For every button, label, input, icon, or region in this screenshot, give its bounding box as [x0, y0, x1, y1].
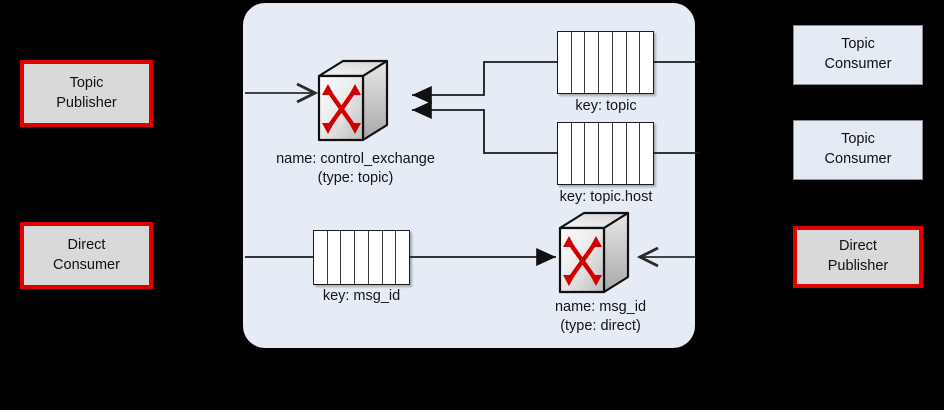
- topic-publisher-box[interactable]: Topic Publisher: [20, 60, 153, 127]
- queue-msg-id-label: key: msg_id: [322, 288, 401, 304]
- queue-cell: [599, 32, 613, 93]
- network-switch-icon-arrows: [325, 87, 358, 131]
- control-exchange-icon[interactable]: [317, 59, 389, 142]
- queue-cell: [369, 231, 383, 284]
- queue-cell: [599, 123, 613, 184]
- queue-cell: [558, 32, 572, 93]
- direct-publisher-box[interactable]: Direct Publisher: [793, 226, 923, 288]
- direct-consumer-box[interactable]: Direct Consumer: [20, 222, 153, 289]
- control-exchange-type-label: (type: topic): [317, 170, 394, 186]
- queue-cell: [383, 231, 397, 284]
- queue-cell: [355, 231, 369, 284]
- network-switch-icon-arrowheads: [322, 84, 361, 134]
- queue-cell: [627, 32, 641, 93]
- queue-cell: [558, 123, 572, 184]
- topic-consumer-2-line2: Consumer: [824, 151, 892, 167]
- queue-cell: [314, 231, 328, 284]
- network-switch-icon-side: [361, 59, 389, 142]
- control-exchange-name-label: name: control_exchange: [276, 151, 435, 167]
- queue-cell: [585, 123, 600, 184]
- network-switch-icon-arrows: [566, 239, 599, 283]
- topic-publisher-line1: Topic: [69, 74, 104, 91]
- queue-topic[interactable]: [557, 31, 654, 94]
- msg-id-exchange-name-label: name: msg_id: [554, 299, 647, 315]
- wire-queue-topic-to-control-exchange: [412, 61, 557, 104]
- direct-consumer-line1: Direct: [67, 236, 106, 253]
- queue-cell: [627, 123, 641, 184]
- queue-cell: [328, 231, 342, 284]
- queue-cell: [572, 123, 586, 184]
- wire-queue-topic-host-to-control-exchange: [412, 101, 557, 154]
- queue-topic-host[interactable]: [557, 122, 654, 185]
- network-switch-icon-arrowheads: [563, 236, 602, 286]
- topic-consumer-1-line1: Topic: [841, 36, 875, 53]
- direct-publisher-line2: Publisher: [827, 258, 889, 274]
- topic-consumer-2-line1: Topic: [841, 131, 875, 148]
- queue-topic-host-label: key: topic.host: [559, 189, 653, 205]
- direct-consumer-line2: Consumer: [53, 256, 120, 273]
- msg-id-exchange-icon[interactable]: [558, 211, 630, 294]
- topic-consumer-box-2[interactable]: Topic Consumer: [793, 120, 923, 180]
- topic-publisher-line2: Publisher: [56, 94, 117, 111]
- queue-topic-label: key: topic: [575, 98, 637, 114]
- queue-cell: [572, 32, 586, 93]
- queue-cell: [341, 231, 356, 284]
- network-switch-icon-side: [602, 211, 630, 294]
- msg-id-exchange-type-label: (type: direct): [560, 318, 641, 334]
- topic-consumer-1-line2: Consumer: [824, 56, 892, 72]
- queue-cell: [613, 32, 627, 93]
- queue-cell: [585, 32, 600, 93]
- queue-cell: [613, 123, 627, 184]
- queue-msg-id[interactable]: [313, 230, 410, 285]
- topic-consumer-box-1[interactable]: Topic Consumer: [793, 25, 923, 85]
- direct-publisher-line1: Direct: [839, 238, 877, 255]
